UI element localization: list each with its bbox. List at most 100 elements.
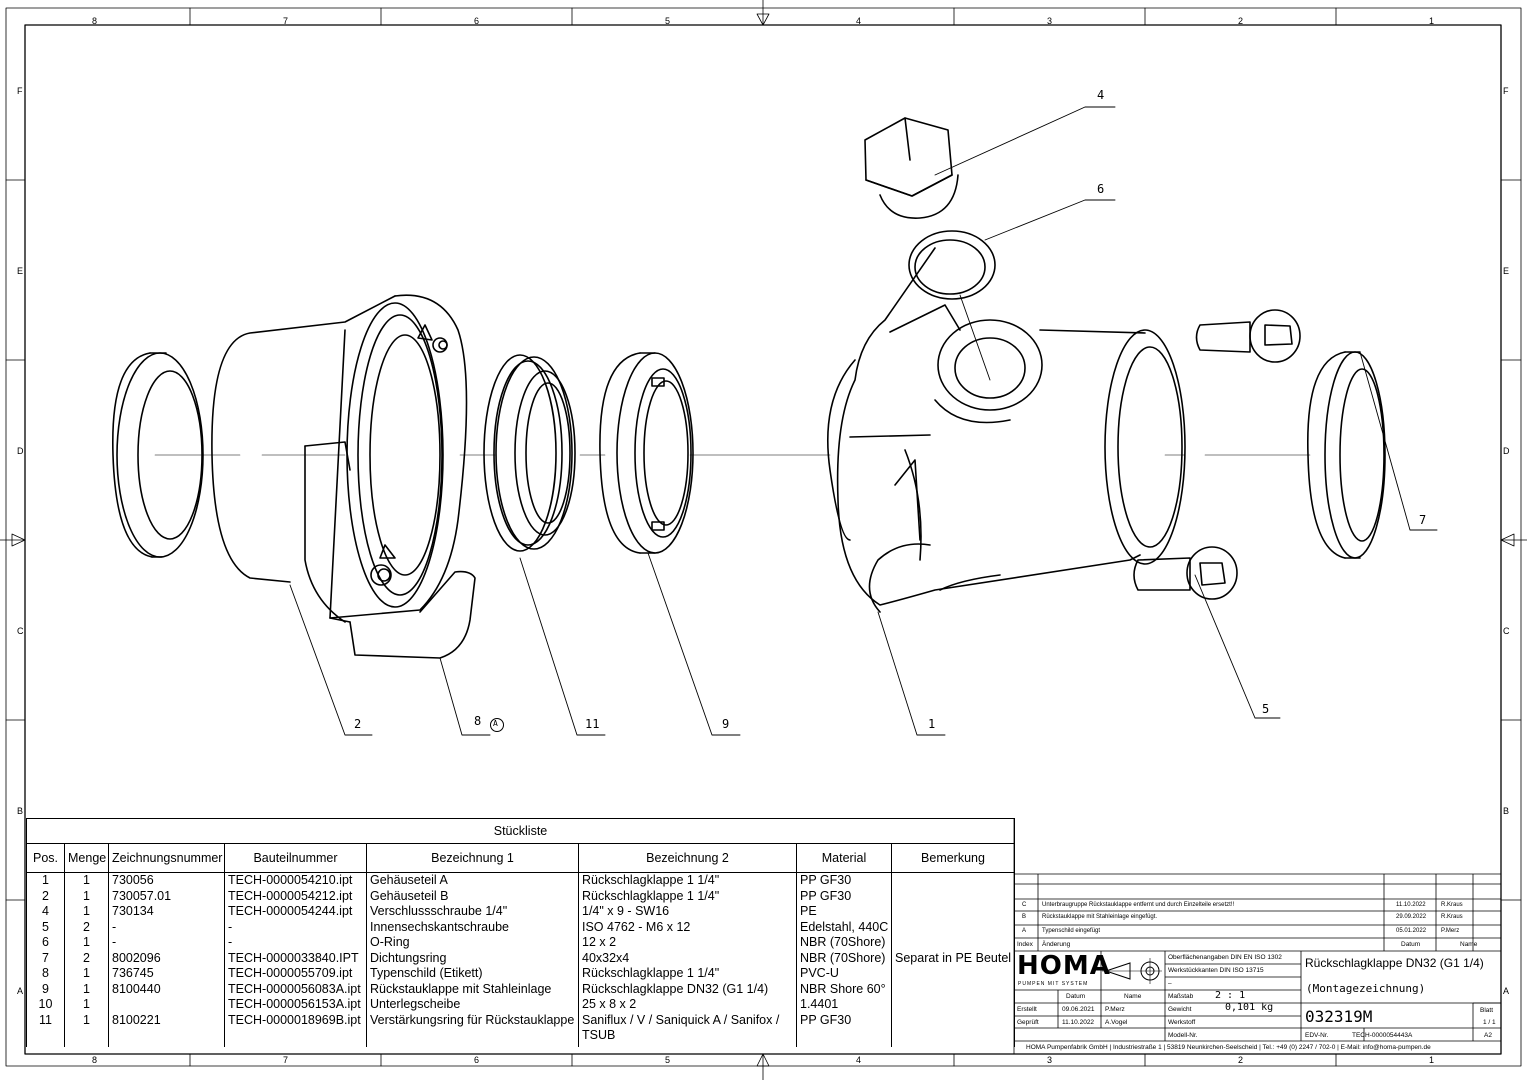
massstab-value: 2 : 1 [1215,990,1246,1001]
zone-col-1-bottom: 1 [1429,1055,1435,1065]
zone-ticks [5,7,1522,1067]
socket-screw-upper [1195,309,1301,363]
col-header-bezeichnung-2: Bezeichnung 2 [578,843,797,873]
label-blatt: Blatt [1480,1007,1494,1014]
cell-zeichnungsnummer: 736745 [108,966,225,982]
zone-col-3-top: 3 [1047,16,1053,26]
cell-zeichnungsnummer: 730057.01 [108,888,225,904]
zone-col-3-bottom: 3 [1047,1055,1053,1065]
col-header-zeichnungsnummer: Zeichnungsnummer [108,843,225,873]
projection-symbol [1102,958,1162,984]
spec-dash: – [1168,980,1172,987]
zone-row-d-left: D [17,446,24,456]
callout-8: 8 [474,714,482,728]
cell-bezeichnung-1: Gehäuseteil A [366,872,579,889]
cell-bemerkung [891,1012,1015,1047]
erstellt-date: 09.06.2021 [1062,1006,1095,1013]
rev-change-text: Rückstauklappe mit Stahleinlage eingefüg… [1042,914,1158,920]
rev-date: 11.10.2022 [1396,902,1426,908]
cell-bezeichnung-1: Rückstauklappe mit Stahleinlage [366,981,579,997]
rev-name: P.Merz [1441,928,1460,934]
col-header-bauteilnummer: Bauteilnummer [224,843,367,873]
socket-screw-lower [1133,546,1238,600]
zone-row-a-right: A [1503,986,1510,996]
housing-part-a [827,247,1186,613]
cell-material: PVC-U [796,966,892,982]
callout-11: 11 [585,717,600,731]
zone-row-e-left: E [17,266,24,276]
rev-index: A [1022,928,1027,934]
cell-material: PE [796,904,892,920]
zone-row-c-right: C [1503,626,1510,636]
callout-9: 9 [722,717,730,731]
col-header-pos: Pos. [26,843,65,873]
col-header-bemerkung: Bemerkung [891,843,1015,873]
cell-material: PP GF30 [796,872,892,889]
zone-col-2-bottom: 2 [1238,1055,1244,1065]
cell-bezeichnung-2: Saniflux / V / Saniquick A / Sanifox / T… [578,1012,797,1047]
rev-name: R.Kraus [1441,902,1463,908]
zone-row-f-right: F [1503,86,1509,96]
callout-4: 4 [1097,88,1105,102]
housing-part-b [211,294,476,659]
callout-6: 6 [1097,182,1105,196]
rev-header-date: Datum [1401,941,1421,948]
cell-bezeichnung-1: Innensechskantschraube [366,919,579,935]
zone-row-d-right: D [1503,446,1510,456]
reinforcement-ring [483,354,576,552]
col-header-material: Material [796,843,892,873]
cell-bauteilnummer: TECH-0000056083A.ipt [224,981,367,997]
rev-change-text: Typenschild eingefügt [1042,928,1101,934]
zone-col-8-top: 8 [92,16,98,26]
cell-bezeichnung-1: Dichtungsring [366,950,579,966]
label-edv: EDV-Nr. [1305,1032,1329,1039]
rev-change-text: Unterbraugruppe Rückstauklappe entfernt … [1042,902,1235,908]
cell-bezeichnung-1: Unterlegscheibe [366,997,579,1013]
cell-zeichnungsnummer: 8100221 [108,1012,225,1047]
zone-col-5-top: 5 [665,16,671,26]
cell-material: PP GF30 [796,1012,892,1047]
cell-bezeichnung-2: Rückschlagklappe 1 1/4" [578,966,797,982]
edv-value: TECH-0000054443A [1352,1032,1413,1039]
homa-logo-subtitle: PUMPEN MIT SYSTEM [1018,981,1089,987]
zone-row-b-right: B [1503,806,1510,816]
sheet-format: A2 [1484,1032,1492,1039]
homa-logo: HOMA [1017,951,1111,981]
drawing-title: Rückschlagklappe DN32 (G1 1/4) [1305,956,1484,970]
rev-date: 29.09.2022 [1396,914,1427,920]
cell-bezeichnung-2: Rückschlagklappe 1 1/4" [578,872,797,889]
cell-bezeichnung-1: O-Ring [366,935,579,951]
cell-material: PP GF30 [796,888,892,904]
label-geprueft: Geprüft [1017,1019,1039,1026]
zone-col-4-top: 4 [856,16,862,26]
plug-screw [864,117,959,219]
zone-col-7-top: 7 [283,16,289,26]
callout-5: 5 [1262,702,1270,716]
cell-material: NBR (70Shore) [796,950,892,966]
parts-list-table: Stückliste Pos. Menge Zeichnungsnummer B… [26,818,1015,1047]
cell-material: 1.4401 [796,997,892,1013]
cell-bezeichnung-1: Typenschild (Etikett) [366,966,579,982]
zone-col-1-top: 1 [1429,16,1435,26]
cell-bezeichnung-2: 40x32x4 [578,950,797,966]
callout-1: 1 [928,717,936,731]
label-erstellt: Erstellt [1017,1006,1037,1013]
erstellt-name: P.Merz [1105,1006,1125,1013]
geprueft-date: 11.10.2022 [1062,1019,1095,1026]
cell-zeichnungsnummer: 8002096 [108,950,225,966]
rev-index: C [1022,902,1027,908]
zone-row-b-left: B [17,806,24,816]
rev-header-change: Änderung [1042,941,1071,948]
gewicht-value: 0,101 kg [1225,1002,1274,1013]
label-massstab: Maßstab [1168,993,1194,1000]
